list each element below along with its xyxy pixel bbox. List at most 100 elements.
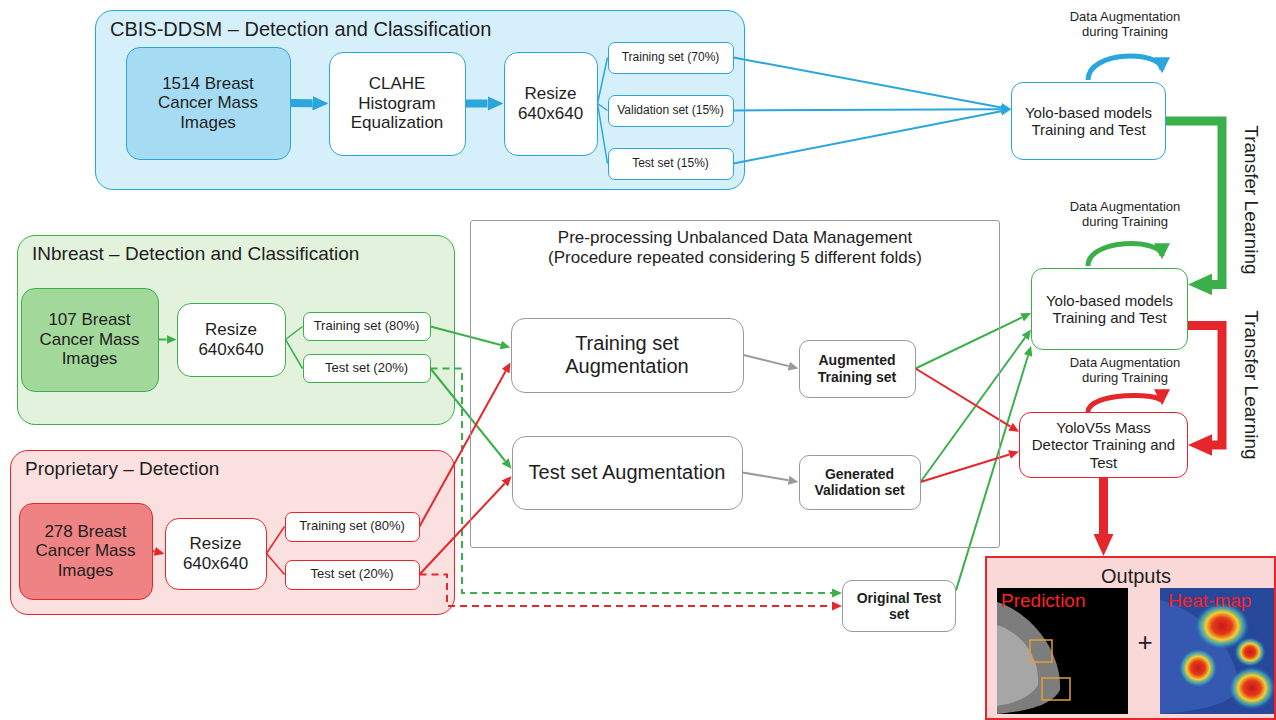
annotation-label: Data Augmentation during Training — [1050, 200, 1200, 230]
detection-box — [1030, 640, 1052, 662]
heatmap-image — [1160, 588, 1276, 714]
connector-arrow — [598, 58, 608, 104]
connector-arrow — [466, 100, 488, 108]
connector-arrow — [921, 338, 1026, 482]
transfer-label: Transfer Learning — [1239, 125, 1261, 274]
box-text: Test set Augmentation — [529, 461, 726, 484]
connector-arrow — [286, 327, 303, 340]
group-panel: CBIS-DDSM – Detection and Classification… — [95, 10, 745, 190]
connector-arrow — [734, 58, 1002, 108]
annotation-label: + — [1134, 628, 1156, 658]
connector-arrow — [286, 340, 303, 369]
annotation-label: Heat-map — [1168, 590, 1251, 612]
augmentation-loop — [1088, 244, 1162, 266]
connector-arrow — [743, 473, 789, 481]
box-text: Training set (70%) — [622, 51, 720, 65]
transfer-label: Transfer Learning — [1239, 310, 1261, 459]
process-box: Training set (70%) — [608, 42, 734, 74]
process-box: Test set Augmentation — [512, 436, 743, 510]
group-panel: Proprietary – Detection 278 Breast Cancer… — [10, 450, 455, 615]
panel-title: INbreast – Detection and Classification — [32, 243, 440, 265]
process-box: Training set (80%) — [285, 512, 420, 542]
connector-arrow — [916, 317, 1023, 368]
connector-arrow — [420, 371, 506, 526]
process-box: Resize 640x640 — [165, 518, 267, 590]
box-text: Resize 640x640 — [511, 84, 591, 123]
box-text: Training set (80%) — [314, 319, 420, 334]
annotation-label: Data Augmentation during Training — [1050, 10, 1200, 40]
box-text: Test set (20%) — [325, 361, 408, 376]
connector-arrow — [921, 455, 1010, 483]
box-text: Yolo-based models Training and Test — [1018, 104, 1159, 139]
breast-shape — [997, 602, 1060, 714]
annotation-label: Prediction — [1001, 590, 1086, 612]
detection-box — [1042, 678, 1070, 700]
connector-arrow — [420, 484, 505, 575]
connector-arrow — [291, 99, 313, 107]
process-box: CLAHE Histogram Equalization — [329, 52, 466, 156]
group-panel: Outputs — [985, 556, 1276, 720]
process-box: Test set (20%) — [303, 354, 431, 383]
connector-arrow — [1188, 325, 1222, 445]
box-text: Training set Augmentation — [518, 332, 737, 378]
process-box: Yolo-based models Training and Test — [1011, 82, 1166, 160]
process-box: Generated Validation set — [799, 455, 921, 510]
process-box: 278 Breast Cancer Mass Images — [19, 503, 153, 600]
process-box: Yolo-based models Training and Test — [1031, 268, 1188, 350]
connector-arrow — [744, 355, 789, 366]
panel-title: Pre-processing Unbalanced Data Managemen… — [515, 228, 955, 267]
box-text: 1514 Breast Cancer Mass Images — [133, 74, 284, 133]
heat-spot — [1178, 648, 1218, 688]
box-text: Test set (20%) — [310, 567, 393, 582]
mammogram-image — [997, 588, 1128, 714]
process-box: 107 Breast Cancer Mass Images — [21, 288, 159, 392]
connector-arrow — [431, 369, 833, 594]
process-box: Test set (20%) — [285, 560, 420, 590]
connector-arrow — [916, 369, 1011, 427]
connector-arrow — [159, 339, 167, 341]
heat-spot — [1228, 666, 1276, 710]
process-box: Resize 640x640 — [504, 52, 598, 156]
connector-arrow — [734, 109, 1002, 110]
panel-title: CBIS-DDSM – Detection and Classification — [110, 18, 730, 41]
box-text: CLAHE Histogram Equalization — [336, 74, 459, 133]
augmentation-loop — [1088, 395, 1162, 412]
box-text: Validation set (15%) — [617, 104, 724, 118]
panel-title: Proprietary – Detection — [25, 458, 440, 480]
process-box: Test set (15%) — [608, 148, 734, 180]
process-box: 1514 Breast Cancer Mass Images — [126, 47, 291, 160]
connector-arrow — [267, 554, 285, 575]
process-box: Resize 640x640 — [177, 303, 286, 377]
connector-arrow — [267, 527, 285, 554]
box-text: Generated Validation set — [806, 466, 914, 498]
connector-arrow — [734, 111, 1002, 163]
box-text: Original Test set — [849, 590, 949, 622]
box-text: Augmented Training set — [806, 352, 909, 384]
box-text: 278 Breast Cancer Mass Images — [26, 522, 146, 581]
heat-spot — [1234, 637, 1266, 667]
box-text: Resize 640x640 — [184, 320, 279, 359]
connector-arrow — [1099, 478, 1108, 534]
box-text: Yolo-based models Training and Test — [1038, 292, 1181, 327]
annotation-label: Data Augmentation during Training — [1050, 356, 1200, 386]
connector-arrow — [420, 575, 833, 607]
breast-tissue — [997, 625, 1038, 706]
group-panel: Pre-processing Unbalanced Data Managemen… — [470, 220, 1000, 548]
panel-title: Outputs — [1001, 565, 1271, 588]
box-text: 107 Breast Cancer Mass Images — [28, 310, 152, 369]
process-box: Validation set (15%) — [608, 95, 734, 127]
process-box: YoloV5s Mass Detector Training and Test — [1019, 412, 1188, 478]
box-text: Resize 640x640 — [172, 534, 260, 573]
process-box: Augmented Training set — [799, 340, 916, 398]
box-text: Test set (15%) — [632, 157, 709, 171]
connector-arrow — [431, 369, 506, 462]
connector-arrow — [431, 327, 501, 346]
box-text: Training set (80%) — [299, 519, 405, 534]
connector-arrow — [598, 104, 608, 164]
box-text: YoloV5s Mass Detector Training and Test — [1026, 419, 1181, 471]
augmentation-loop — [1088, 56, 1162, 80]
group-panel: INbreast – Detection and Classification 1… — [17, 235, 455, 425]
connector-arrow — [153, 550, 155, 553]
process-box: Training set (80%) — [303, 312, 431, 341]
